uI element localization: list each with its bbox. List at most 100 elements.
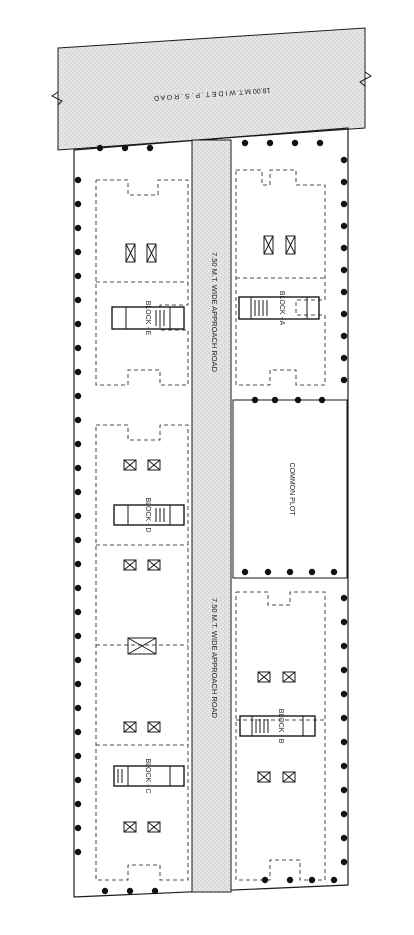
block-d-label: BLOCK - D (144, 497, 151, 532)
tree-symbol (241, 568, 249, 576)
tree-symbol (74, 560, 82, 568)
tree-symbol (121, 144, 129, 152)
block-b (235, 591, 326, 881)
tree-symbol (340, 594, 348, 602)
tree-symbol (264, 568, 272, 576)
tree-symbol (318, 396, 326, 404)
tree-symbol (340, 762, 348, 770)
block-d (95, 424, 189, 881)
tree-symbol (340, 200, 348, 208)
tree-symbol (340, 376, 348, 384)
tree-symbol (74, 536, 82, 544)
tree-symbol (74, 224, 82, 232)
road-break-right (359, 71, 372, 87)
tree-symbol (294, 396, 302, 404)
tree-symbol (74, 248, 82, 256)
tree-symbol (271, 396, 279, 404)
tree-symbol (340, 738, 348, 746)
tree-symbol (74, 632, 82, 640)
tree-symbol (74, 320, 82, 328)
tree-symbol (330, 568, 338, 576)
tree-symbol (74, 656, 82, 664)
block-a (235, 169, 326, 386)
tree-symbol (340, 310, 348, 318)
tree-symbol (266, 139, 274, 147)
approach-road-label-bottom: 7.50 M.T. WIDE APPROACH ROAD (210, 598, 219, 719)
tree-symbol (96, 144, 104, 152)
tree-symbol (340, 858, 348, 866)
block-a-label: BLOCK - A (278, 291, 285, 326)
tree-symbol (74, 416, 82, 424)
tree-symbol (340, 618, 348, 626)
tree-symbol (74, 272, 82, 280)
tree-symbol (101, 887, 109, 895)
block-c-core (113, 765, 185, 833)
tree-symbol (340, 266, 348, 274)
block-b-label: BLOCK - B (277, 709, 284, 744)
tree-symbol (291, 139, 299, 147)
tree-symbol (74, 824, 82, 832)
common-plot (232, 399, 348, 579)
tree-symbol (261, 876, 269, 884)
tree-symbol (308, 568, 316, 576)
block-e-label: BLOCK - E (144, 301, 151, 336)
tree-symbol (340, 810, 348, 818)
tree-symbol (126, 887, 134, 895)
tree-symbol (340, 666, 348, 674)
tree-symbol (146, 144, 154, 152)
tree-symbol (74, 392, 82, 400)
tree-symbol (74, 368, 82, 376)
tree-symbol (330, 876, 338, 884)
tree-symbol (241, 139, 249, 147)
tree-symbol (74, 800, 82, 808)
block-e (95, 179, 189, 386)
tree-symbol (286, 876, 294, 884)
tree-symbol (74, 776, 82, 784)
tree-symbol (340, 714, 348, 722)
tree-symbol (74, 704, 82, 712)
tree-symbol (151, 887, 159, 895)
block-b-core (239, 671, 316, 783)
tree-symbol (340, 786, 348, 794)
tree-symbol (340, 834, 348, 842)
tree-symbol (74, 584, 82, 592)
block-c-label: BLOCK - C (144, 758, 151, 793)
tree-symbol (251, 396, 259, 404)
tree-symbol (74, 608, 82, 616)
tree-symbol (340, 288, 348, 296)
tps-road (57, 27, 366, 151)
tree-symbol (74, 176, 82, 184)
tree-symbol (74, 752, 82, 760)
tree-symbol (74, 344, 82, 352)
approach-road-label-top: 7.50 M.T. WIDE APPROACH ROAD (210, 252, 219, 373)
block-d-core (113, 459, 185, 733)
tree-symbol (340, 642, 348, 650)
common-plot-label: COMMON PLOT (288, 463, 295, 517)
road-break-left (51, 91, 63, 106)
tree-symbol (74, 200, 82, 208)
tree-symbol (74, 512, 82, 520)
tree-rows (74, 139, 348, 895)
block-a-core (238, 235, 320, 320)
tree-symbol (74, 488, 82, 496)
block-e-core (111, 243, 185, 330)
tree-symbol (340, 354, 348, 362)
tree-symbol (74, 728, 82, 736)
tree-symbol (340, 156, 348, 164)
tree-symbol (340, 178, 348, 186)
tree-symbol (340, 332, 348, 340)
tree-symbol (308, 876, 316, 884)
tree-symbol (286, 568, 294, 576)
tree-symbol (340, 244, 348, 252)
approach-road (191, 139, 232, 893)
tree-symbol (74, 680, 82, 688)
tree-symbol (74, 440, 82, 448)
site-boundary (73, 127, 349, 898)
tree-symbol (340, 690, 348, 698)
tree-symbol (316, 139, 324, 147)
tree-symbol (74, 296, 82, 304)
tree-symbol (340, 222, 348, 230)
tree-symbol (74, 464, 82, 472)
tree-symbol (74, 848, 82, 856)
